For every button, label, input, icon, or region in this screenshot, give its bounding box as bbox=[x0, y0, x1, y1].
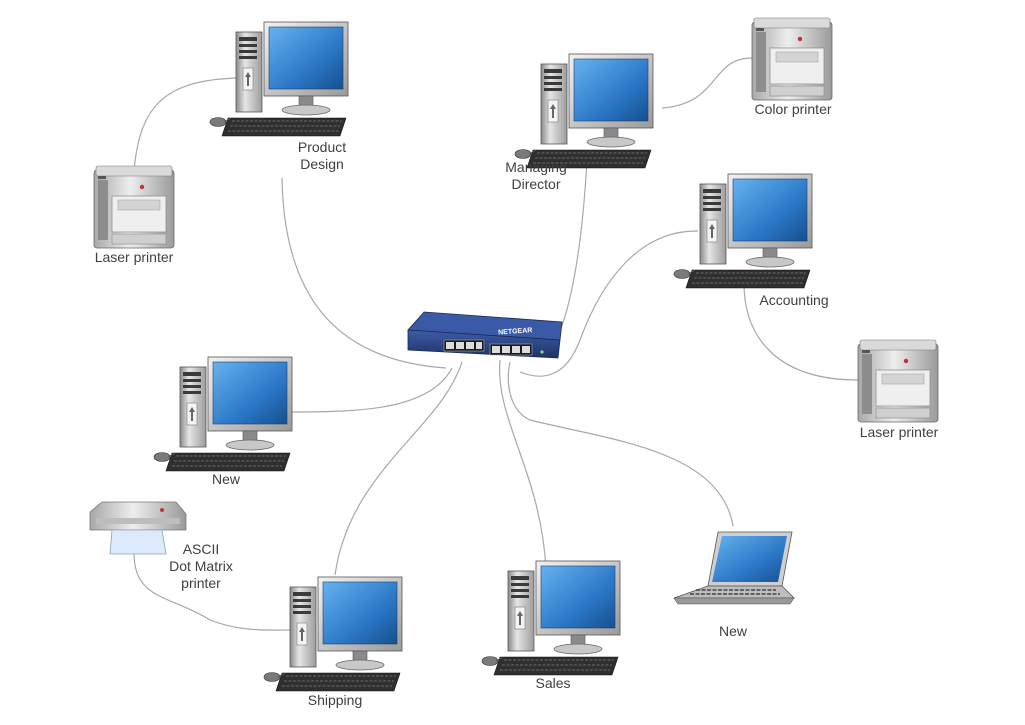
cable-laser-printer-right bbox=[743, 282, 859, 381]
cable-new-pc bbox=[291, 367, 453, 413]
laptop-new bbox=[673, 531, 795, 605]
printer-laser-left bbox=[93, 165, 175, 249]
label-new-pc: New bbox=[212, 471, 241, 487]
printer-ascii bbox=[89, 501, 187, 555]
label-sales: Sales bbox=[535, 675, 570, 691]
label-ascii-line2: Dot Matrix bbox=[169, 558, 233, 574]
label-product-design-line1: Product bbox=[298, 139, 346, 155]
label-ascii-line1: ASCII bbox=[183, 541, 220, 557]
printer-color bbox=[751, 17, 833, 101]
desktop-computer-icon bbox=[153, 356, 293, 472]
label-shipping: Shipping bbox=[308, 692, 363, 708]
label-accounting: Accounting bbox=[759, 292, 828, 308]
label-laser-printer-left: Laser printer bbox=[95, 249, 174, 265]
network-cables bbox=[133, 57, 859, 631]
cable-product-design bbox=[281, 177, 447, 369]
cable-accounting bbox=[519, 230, 699, 377]
switch-ports bbox=[443, 339, 533, 356]
desktop-computer-icon bbox=[263, 576, 403, 692]
laser-printer-icon bbox=[857, 339, 939, 423]
label-new-laptop: New bbox=[719, 623, 748, 639]
desktop-computer-icon bbox=[209, 21, 349, 137]
label-ascii-line3: printer bbox=[181, 575, 221, 591]
label-managing-director-line1: Managing bbox=[505, 159, 567, 175]
computer-new bbox=[153, 356, 293, 472]
cable-sales bbox=[499, 359, 547, 569]
cable-laptop bbox=[507, 361, 734, 527]
printer-laser-right bbox=[857, 339, 939, 423]
color-printer-icon bbox=[751, 17, 833, 101]
label-managing-director-line2: Director bbox=[511, 176, 560, 192]
label-product-design-line2: Design bbox=[300, 156, 344, 172]
switch-led-icon bbox=[540, 350, 544, 354]
cable-ascii-printer bbox=[133, 552, 291, 631]
desktop-computer-icon bbox=[481, 560, 621, 676]
laser-printer-icon bbox=[93, 165, 175, 249]
computer-sales bbox=[481, 560, 621, 676]
cable-color-printer bbox=[661, 57, 753, 109]
dot-matrix-printer-icon bbox=[89, 501, 187, 555]
desktop-computer-icon bbox=[514, 53, 654, 169]
network-switch: NETGEAR bbox=[407, 311, 563, 359]
switch-brand: NETGEAR bbox=[498, 327, 533, 336]
computer-product-design bbox=[209, 21, 349, 137]
cable-shipping bbox=[334, 361, 463, 576]
label-color-printer: Color printer bbox=[754, 101, 831, 117]
laptop-icon bbox=[673, 531, 795, 605]
computer-shipping bbox=[263, 576, 403, 692]
label-laser-printer-right: Laser printer bbox=[860, 424, 939, 440]
computer-managing-director bbox=[514, 53, 654, 169]
cable-laser-printer-left bbox=[133, 77, 239, 171]
